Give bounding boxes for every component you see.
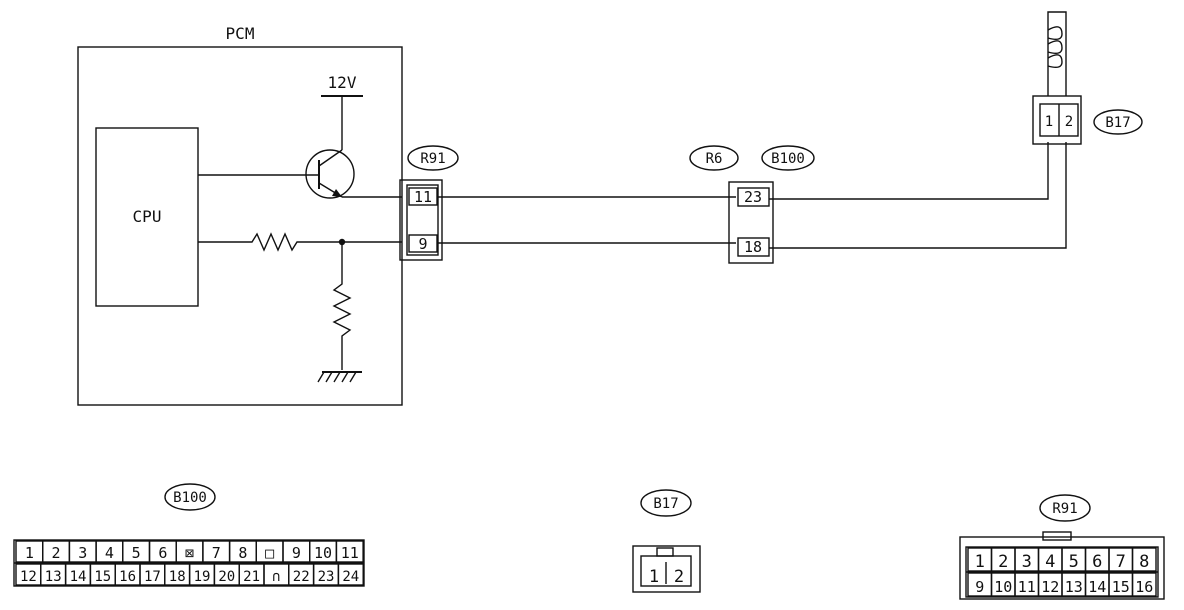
pinout-b100-row2-pin: 24 <box>342 569 359 585</box>
b100-tag: B100 <box>771 151 805 167</box>
pinout-r91-row2-pin: 16 <box>1135 578 1153 596</box>
pinout-b17-tag-oval <box>640 489 692 517</box>
pinout-b100-tag-oval <box>164 483 216 511</box>
pinout-b100-row2-pin: 20 <box>218 569 235 585</box>
pinout-b100-row1-pin: 9 <box>292 544 301 562</box>
r91-pin-11: 11 <box>414 188 432 206</box>
series-resistor <box>198 232 402 252</box>
pinout-b100-row1-pin: 2 <box>52 544 61 562</box>
pinout-b100-row2-pin: 22 <box>293 569 310 585</box>
pcm-label: PCM <box>226 24 255 43</box>
connector-b17 <box>1032 95 1082 145</box>
pinout-r91-tag-oval <box>1039 494 1091 522</box>
pinout-r91-row1-pin: 8 <box>1139 552 1149 572</box>
pinout-r91-row2-cell <box>1131 572 1157 597</box>
pinout-b100-row2-pin: 14 <box>70 569 87 585</box>
pinout-r91-row2-pin: 15 <box>1112 578 1130 596</box>
pinout-b100-row2-pin: 23 <box>318 569 335 585</box>
pinout-r91-row2-pin: 14 <box>1088 578 1106 596</box>
pinout-b100-row1-pin: 8 <box>238 544 247 562</box>
pinout-r91-frame <box>959 531 1165 600</box>
pinout-r91-row1-pin: 4 <box>1045 552 1055 572</box>
pinout-r91-row2-pin: 9 <box>975 578 984 596</box>
pinout-r91-row2-pin: 13 <box>1065 578 1083 596</box>
pinout-r91-tag: R91 <box>1052 501 1077 517</box>
pinout-r91-row1-pin: 1 <box>975 552 985 572</box>
pinout-b100-row2-cell <box>337 563 364 586</box>
pinout-r91-row1-pin: 6 <box>1092 552 1102 572</box>
pinout-b100-tag: B100 <box>173 490 207 506</box>
wire-b17-pin2 <box>769 142 1067 249</box>
pinout-b100-row1-pin: 4 <box>105 544 114 562</box>
pinout-r91-row1-pin: 3 <box>1022 552 1032 572</box>
pinout-b100-row1-pin: 5 <box>132 544 141 562</box>
pinout-b100-row2-pin: 13 <box>45 569 62 585</box>
wire-b17-pin1 <box>769 142 1049 200</box>
coil-icon <box>1047 11 1067 96</box>
connector-r91 <box>399 145 459 261</box>
supply-label: 12V <box>328 73 357 92</box>
pinout-b100-row1-pin: 1 <box>25 544 34 562</box>
pinout-b100-row2-pin: 16 <box>119 569 136 585</box>
pinout-r91-row2-pin: 10 <box>994 578 1012 596</box>
pinout-b100-row1-pin: ⊠ <box>185 544 194 562</box>
pinout-b100-row1-cell <box>335 540 364 563</box>
transistor-symbol <box>198 149 402 199</box>
b100-pin-18: 18 <box>744 238 762 256</box>
pulldown-resistor <box>332 242 352 370</box>
pinout-r91-row1-pin: 7 <box>1116 552 1126 572</box>
b17-tag-oval <box>1093 109 1143 135</box>
ground-icon <box>317 371 362 383</box>
pinout-b100-row1-pin: 11 <box>341 544 359 562</box>
b100-pin-23: 23 <box>744 188 762 206</box>
pinout-r91-row1-cell <box>1131 547 1157 572</box>
b17-pin-2: 2 <box>1065 114 1073 130</box>
pinout-b17-pin-1: 1 <box>649 567 659 587</box>
b17-tag: B17 <box>1105 115 1130 131</box>
pinout-r91-row1-pin: 2 <box>998 552 1008 572</box>
pinout-b100-row2-pin: ∩ <box>272 569 280 585</box>
r91-tag: R91 <box>420 151 445 167</box>
pinout-b100-row1-pin: 10 <box>314 544 332 562</box>
pinout-r91-row1-pin: 5 <box>1069 552 1079 572</box>
pinout-b100-row2-pin: 17 <box>144 569 161 585</box>
pinout-b100-row2-pin: 12 <box>20 569 37 585</box>
r91-pin-9: 9 <box>418 235 427 253</box>
pcm-box <box>77 46 403 406</box>
pinout-b100-row2-pin: 18 <box>169 569 186 585</box>
pinout-r91-row2-pin: 11 <box>1018 578 1036 596</box>
pinout-b100-row1-pin: 6 <box>158 544 167 562</box>
pinout-b100-row2-pin: 21 <box>243 569 260 585</box>
b17-pin-1: 1 <box>1045 114 1053 130</box>
pinout-b100-row2-pin: 19 <box>194 569 211 585</box>
pinout-r91-row2-pin: 12 <box>1041 578 1059 596</box>
pinout-b100-row1-pin: 3 <box>78 544 87 562</box>
pinout-b100-row1-pin: 7 <box>212 544 221 562</box>
pinout-b100-row1-pin: □ <box>265 544 274 562</box>
cpu-label: CPU <box>133 207 162 226</box>
pinout-b17-pin-2: 2 <box>674 567 684 587</box>
connector-b100 <box>689 145 815 264</box>
pinout-r91-row2: 9 10 11 12 13 14 15 16 <box>967 572 1157 597</box>
pinout-b100-row2: 12 13 14 15 16 17 18 19 20 21 ∩ 22 23 24 <box>15 563 364 586</box>
r6-tag: R6 <box>706 151 723 167</box>
pinout-b17-frame <box>632 545 701 593</box>
cpu-box <box>95 127 199 307</box>
pinout-b100-row2-pin: 15 <box>94 569 111 585</box>
pinout-b17-tag: B17 <box>653 496 678 512</box>
